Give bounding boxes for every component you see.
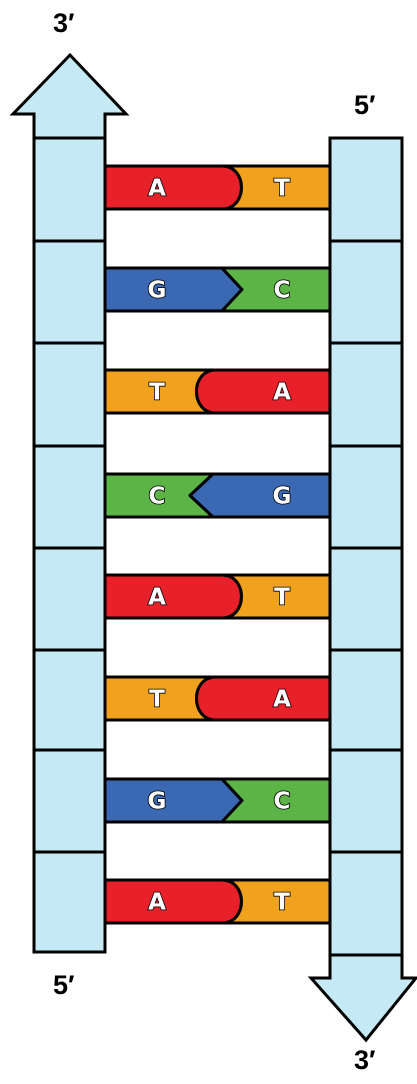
base-A-left-shape [105,166,242,209]
left-backbone-segment [34,852,105,952]
left-backbone-segment [34,343,105,446]
base-letter-left: A [148,585,166,611]
base-letter-left: A [148,176,166,202]
right-backbone-segment [330,650,402,750]
left-strand-arrowhead [13,55,126,138]
base-letter-left: A [148,890,166,916]
base-letter-left: G [148,789,167,815]
right-strand-arrowhead [311,955,416,1040]
right-backbone-segment [330,548,402,650]
left-backbone-segment [34,650,105,750]
right-strand-bottom-end-label: 3′ [354,1047,376,1074]
base-G-left-shape [105,268,242,311]
base-letter-right: A [273,687,291,713]
base-G-right-shape [190,474,330,517]
right-backbone-segment [330,138,402,241]
base-letter-right: C [274,278,291,304]
base-A-right-shape [197,677,331,720]
left-strand-bottom-end-label: 5′ [53,972,75,999]
right-backbone-segment [330,446,402,548]
right-strand-top-end-label: 5′ [354,92,376,119]
left-backbone-segment [34,446,105,548]
left-strand-top-end-label: 3′ [53,10,75,37]
right-backbone-segment [330,241,402,343]
right-backbone-segment [330,750,402,852]
base-letter-right: G [273,484,292,510]
base-letter-left: T [149,380,165,406]
base-letter-right: T [274,890,290,916]
right-backbone-segment [330,852,402,955]
base-A-left-shape [105,575,242,618]
left-backbone-segment [34,548,105,650]
base-letter-left: T [149,687,165,713]
base-A-right-shape [197,370,331,413]
left-backbone-segment [34,750,105,852]
base-G-left-shape [105,779,242,822]
base-letter-right: A [273,380,291,406]
base-letter-left: G [148,278,167,304]
left-backbone-segment [34,138,105,241]
right-backbone-segment [330,343,402,446]
base-letter-right: T [274,176,290,202]
base-letter-right: C [274,789,291,815]
base-letter-right: T [274,585,290,611]
left-backbone-segment [34,241,105,343]
base-letter-left: C [149,484,166,510]
base-A-left-shape [105,880,242,923]
